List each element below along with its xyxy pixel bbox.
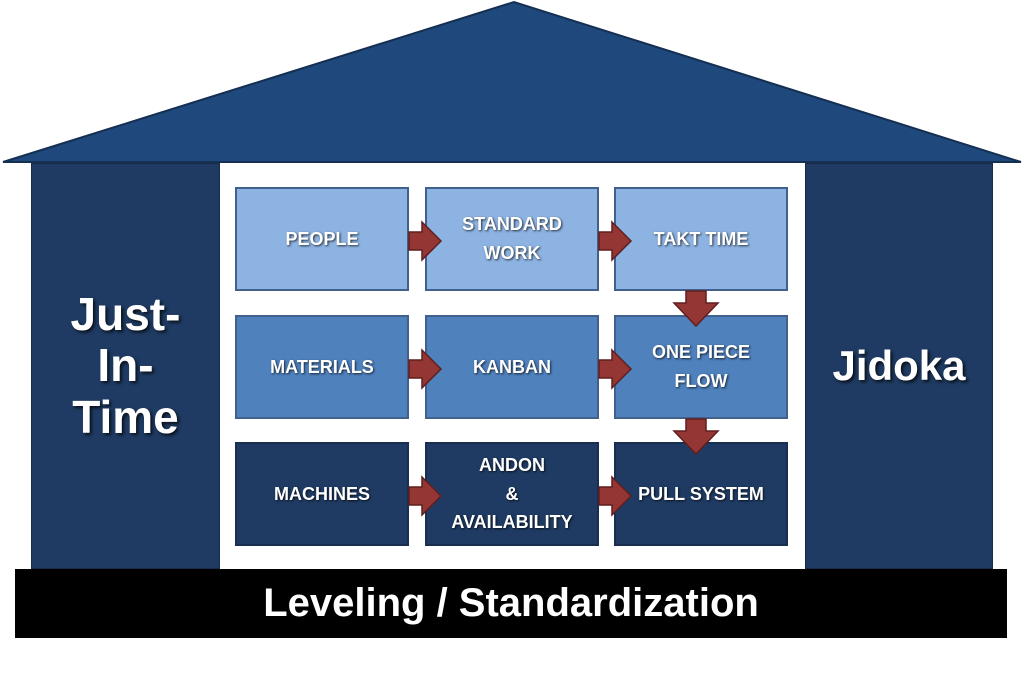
box-standard-work-label: STANDARD WORK	[462, 214, 562, 263]
box-one-piece-flow: ONE PIECE FLOW	[614, 315, 788, 419]
box-standard-work: STANDARD WORK	[425, 187, 599, 291]
box-machines-label: MACHINES	[273, 483, 370, 504]
box-pull-system-label: PULL SYSTEM	[638, 483, 764, 504]
arrow-down-icon	[672, 290, 720, 328]
right-pillar-label: Jidoka	[832, 342, 966, 390]
box-people: PEOPLE	[235, 187, 409, 291]
box-andon-availability-label: ANDON & AVAILABILITY	[451, 454, 573, 533]
right-pillar: Jidoka	[805, 163, 993, 569]
arrow-right-icon	[408, 220, 443, 262]
box-materials-label: MATERIALS	[270, 356, 374, 377]
box-kanban: KANBAN	[425, 315, 599, 419]
box-andon-availability: ANDON & AVAILABILITY	[425, 442, 599, 546]
box-materials: MATERIALS	[235, 315, 409, 419]
arrow-down-icon	[672, 418, 720, 456]
box-kanban-label: KANBAN	[473, 356, 551, 377]
arrow-right-icon	[598, 348, 633, 390]
arrow-right-icon	[408, 348, 443, 390]
box-takt-time: TAKT TIME	[614, 187, 788, 291]
foundation: Leveling / Standardization	[15, 569, 1007, 638]
arrow-right-icon	[408, 475, 443, 517]
box-pull-system: PULL SYSTEM	[614, 442, 788, 546]
left-pillar-label: Just- In- Time	[70, 287, 181, 443]
roof	[2, 0, 1022, 163]
box-takt-time-label: TAKT TIME	[653, 228, 749, 249]
left-pillar: Just- In- Time	[31, 163, 220, 569]
arrow-right-icon	[598, 475, 633, 517]
box-people-label: PEOPLE	[285, 228, 359, 249]
arrow-right-icon	[598, 220, 633, 262]
foundation-label: Leveling / Standardization	[263, 581, 759, 625]
box-machines: MACHINES	[235, 442, 409, 546]
box-one-piece-flow-label: ONE PIECE FLOW	[651, 342, 751, 391]
